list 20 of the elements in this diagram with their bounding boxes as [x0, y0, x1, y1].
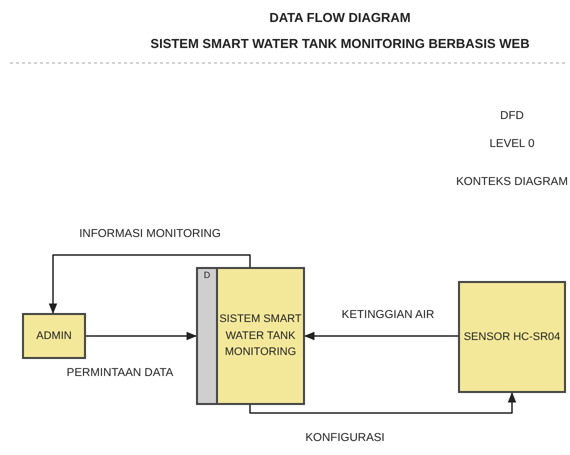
- data-flow-arrow: [86, 332, 198, 340]
- data-flow-arrow: [249, 392, 516, 414]
- node-label: SENSOR HC-SR04: [462, 330, 562, 345]
- node-label: ADMIN: [35, 328, 73, 344]
- edge-label: KONFIGURASI: [305, 432, 385, 444]
- data-flow-arrow: [48, 254, 251, 314]
- external-entity-box: [458, 281, 566, 393]
- diagram-type-label: KONTEKS DIAGRAM: [456, 176, 568, 188]
- external-entity-box: [22, 313, 86, 359]
- edge-label: INFORMASI MONITORING: [79, 228, 221, 240]
- edge-label: PERMINTAAN DATA: [66, 367, 174, 379]
- node-label: SISTEM SMART WATER TANK MONITORING: [218, 312, 303, 360]
- subtitle: SISTEM SMART WATER TANK MONITORING BERBASIS WEB: [150, 36, 530, 51]
- level-label: DFD: [500, 110, 524, 122]
- edge-label: KETINGGIAN AIR: [342, 309, 434, 321]
- data-flow-arrow: [304, 332, 458, 340]
- level-label: LEVEL 0: [490, 138, 534, 150]
- process-id-label: D: [202, 270, 212, 280]
- process-box: [196, 267, 305, 405]
- diagram-title: DATA FLOW DIAGRAM: [269, 10, 411, 25]
